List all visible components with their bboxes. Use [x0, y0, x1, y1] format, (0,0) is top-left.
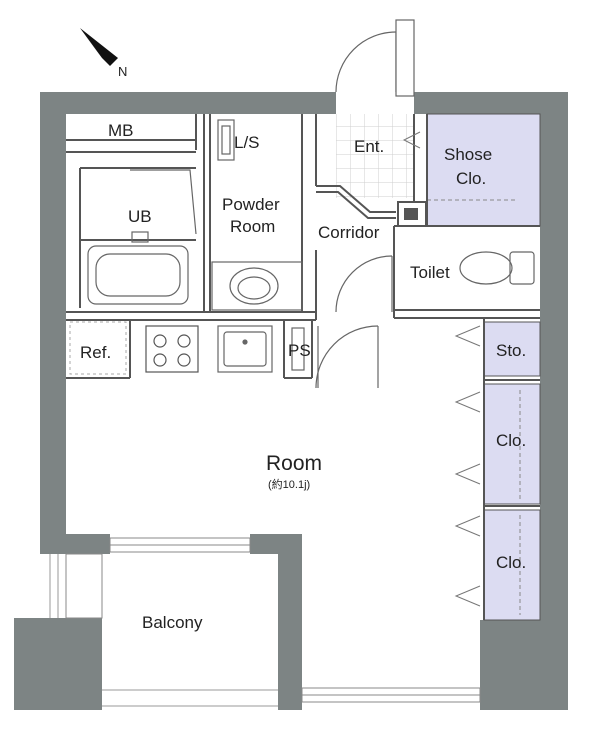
storage-label: Sto.: [496, 341, 526, 360]
entrance-tiles: [336, 114, 414, 198]
ls-label: L/S: [234, 133, 260, 152]
interior-walls: [66, 114, 540, 620]
closet-upper-label: Clo.: [496, 431, 526, 450]
room-label: Room: [266, 452, 322, 475]
washbasin-icon: [211, 261, 303, 311]
balcony-outline: [49, 554, 278, 707]
shoe-rack-post: [397, 201, 427, 227]
ps-inner-box: [291, 327, 305, 371]
ps-label: PS: [288, 341, 311, 360]
ub-label: UB: [128, 207, 152, 226]
shoes-closet-label-line1: Shose: [444, 145, 492, 164]
outer-walls: [14, 92, 568, 710]
powder-room-label-line2: Room: [230, 217, 275, 236]
powder-room-label-line1: Powder: [222, 195, 280, 214]
closet-lower-label: Clo.: [496, 553, 526, 572]
kitchen-sink-icon: [217, 325, 273, 373]
ref-label: Ref.: [80, 343, 111, 362]
balcony-label: Balcony: [142, 613, 203, 632]
compass-arrow-icon: [80, 28, 118, 66]
bathtub-icon: [87, 231, 189, 305]
closet-door-marks: [402, 131, 481, 607]
room-area-label: (約10.1j): [268, 477, 310, 491]
compass-label: N: [118, 64, 127, 79]
stove-icon: [145, 325, 199, 373]
door-swings: [130, 19, 415, 389]
toilet-icon: [459, 251, 535, 285]
shoes-closet-label-line2: Clo.: [456, 169, 486, 188]
closet-dashed-lines: [427, 199, 521, 615]
toilet-label: Toilet: [410, 263, 450, 282]
laundry-sink-icon: [217, 119, 235, 161]
mb-label: MB: [108, 121, 134, 140]
windows: [65, 537, 481, 703]
ent-label: Ent.: [354, 137, 384, 156]
corridor-label: Corridor: [318, 223, 380, 242]
